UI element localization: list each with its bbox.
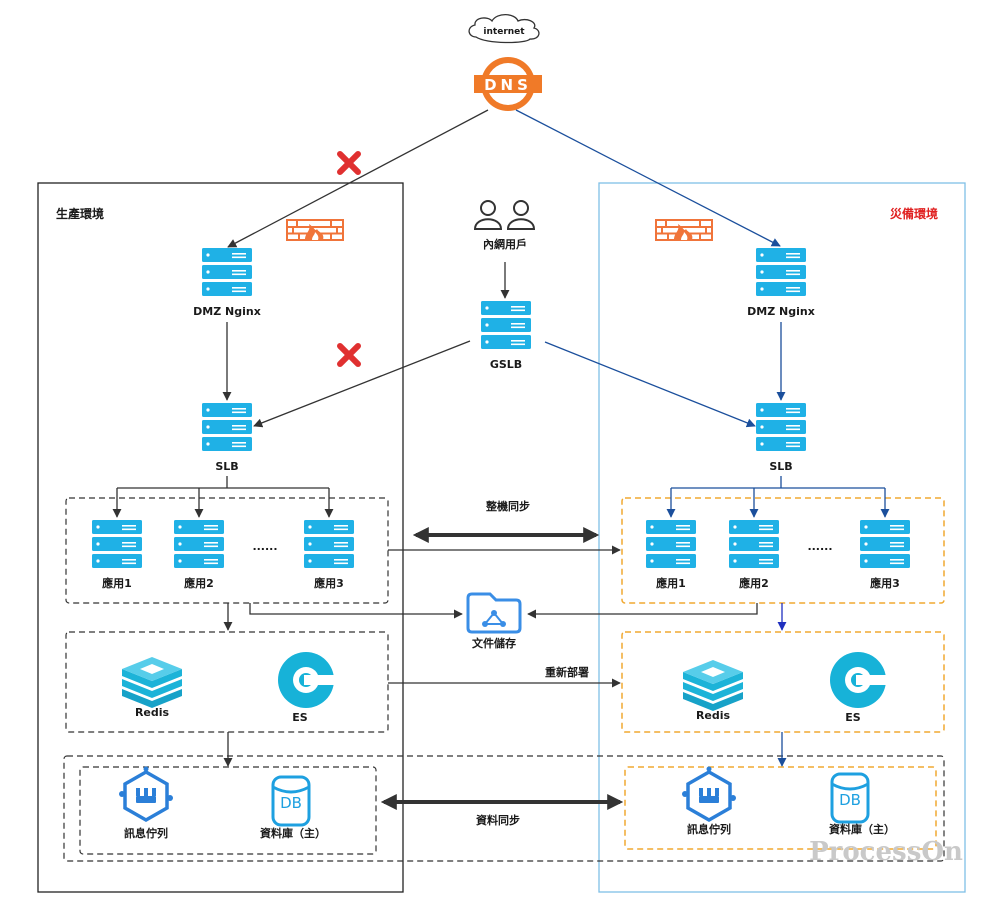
data-layer-group — [63, 755, 945, 862]
dr-db-label: 資料庫（主） — [829, 822, 895, 836]
dr-es-icon — [830, 652, 887, 708]
dr-es-label: ES — [845, 711, 861, 724]
dr-app-to-storage-edge — [527, 603, 758, 619]
prod-db-icon-text: DB — [280, 794, 302, 812]
prod-data-group — [79, 766, 377, 855]
dr-mq-label: 訊息佇列 — [687, 822, 731, 836]
prod-app1-server-icon — [92, 520, 142, 568]
machine-sync-label: 整機同步 — [485, 499, 530, 513]
file-storage-label: 文件儲存 — [472, 636, 516, 650]
watermark: ProcessOn — [809, 837, 963, 867]
gslb-to-dr-slb-edge — [544, 341, 756, 428]
prod-redis-label: Redis — [135, 706, 170, 719]
dr-nginx-label: DMZ Nginx — [747, 305, 815, 318]
prod-app2-label: 應用2 — [184, 576, 214, 590]
dr-env-title: 災備環境 — [890, 206, 938, 221]
prod-app3-server-icon — [304, 520, 354, 568]
prod-mq-icon — [117, 764, 175, 822]
production-env-title: 生產環境 — [56, 206, 104, 221]
prod-app-to-storage-edge — [249, 603, 463, 619]
prod-mq-label: 訊息佇列 — [124, 826, 168, 840]
intranet-users-label: 內網用戶 — [483, 237, 527, 251]
dns-to-dr-edge — [515, 109, 781, 247]
dr-slb-label: SLB — [769, 460, 792, 473]
prod-slb-label: SLB — [215, 460, 238, 473]
internet-label: internet — [483, 27, 525, 37]
folder-icon — [466, 592, 522, 634]
prod-app1-label: 應用1 — [102, 576, 132, 590]
dr-redis-label: Redis — [696, 709, 731, 722]
prod-nginx-label: DMZ Nginx — [193, 305, 261, 318]
prod-app3-label: 應用3 — [314, 576, 344, 590]
gslb-label: GSLB — [490, 358, 522, 371]
prod-cache-group — [65, 631, 389, 733]
dr-app1-server-icon — [646, 520, 696, 568]
dr-db-icon-text: DB — [839, 791, 861, 809]
prod-firewall-icon — [286, 219, 344, 241]
internet-cloud-icon — [468, 13, 540, 44]
prod-nginx-server-icon — [202, 248, 252, 296]
dr-app-ellipsis: ...... — [807, 540, 832, 553]
gslb-server-icon — [481, 301, 531, 349]
prod-slb-server-icon — [202, 403, 252, 451]
redeploy-label: 重新部署 — [545, 665, 589, 679]
prod-es-icon — [278, 652, 335, 708]
dr-app3-server-icon — [860, 520, 910, 568]
user-icon-2 — [507, 200, 535, 230]
dr-app2-server-icon — [729, 520, 779, 568]
prod-db-label: 資料庫（主） — [260, 826, 326, 840]
prod-redis-icon — [122, 657, 182, 708]
dr-data-group — [624, 766, 937, 850]
dr-nginx-server-icon — [756, 248, 806, 296]
dr-cache-group — [621, 631, 945, 733]
prod-app-ellipsis: ...... — [252, 540, 277, 553]
failure-mark-icon — [340, 154, 358, 172]
prod-app2-server-icon — [174, 520, 224, 568]
dr-mq-icon — [680, 764, 738, 822]
prod-es-label: ES — [292, 711, 308, 724]
dr-slb-server-icon — [756, 403, 806, 451]
failure-mark-icon-2 — [340, 346, 358, 364]
production-env-box — [37, 182, 404, 893]
dr-app-group — [621, 497, 945, 604]
dr-redis-icon — [683, 660, 743, 711]
dns-icon: DNS — [474, 57, 542, 111]
dr-firewall-icon — [655, 219, 713, 241]
data-sync-label: 資料同步 — [476, 813, 520, 827]
dr-app3-label: 應用3 — [870, 576, 900, 590]
user-icon — [474, 200, 502, 230]
dns-label: DNS — [484, 76, 532, 94]
gslb-to-prod-slb-edge — [253, 340, 471, 428]
dr-app1-label: 應用1 — [656, 576, 686, 590]
dr-app2-label: 應用2 — [739, 576, 769, 590]
dns-to-prod-edge — [227, 109, 489, 248]
